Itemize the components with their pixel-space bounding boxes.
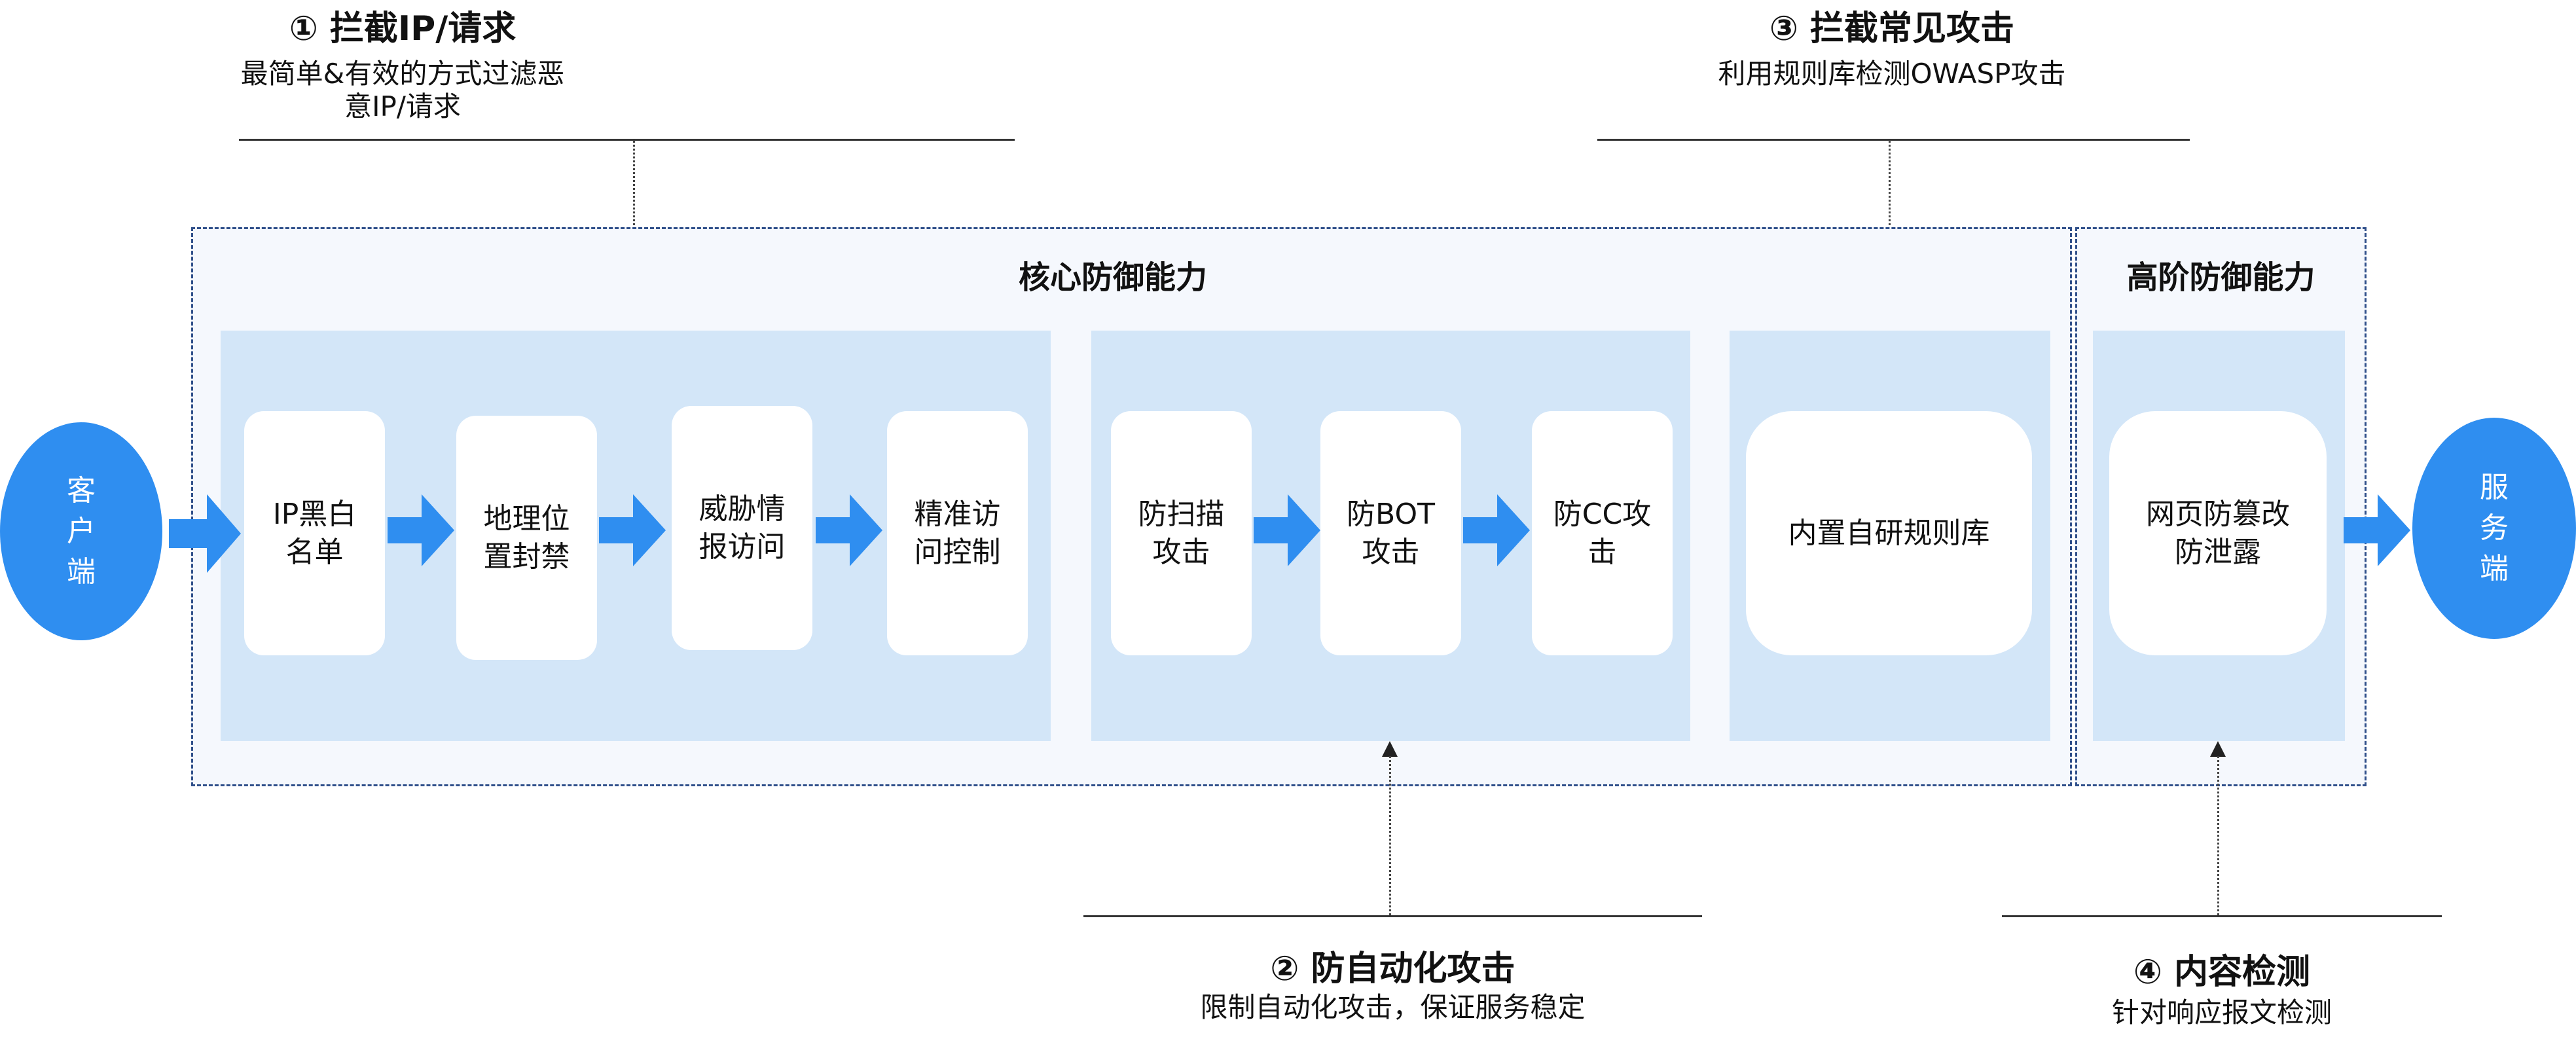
anti-bot-card: 防BOT 攻击: [1320, 411, 1461, 655]
annotation-2-connector: [1389, 756, 1391, 915]
annotation-2-title: ② 防自动化攻击: [1270, 949, 1515, 989]
client-node: 客 户 端: [0, 422, 162, 640]
flow-arrow-icon: [1254, 494, 1320, 566]
annotation-1-rule: [239, 139, 1015, 141]
annotation-2-rule: [1083, 915, 1702, 917]
flow-arrow-icon: [169, 494, 241, 573]
annotation-3-subtitle: 利用规则库检测OWASP攻击: [1718, 58, 2066, 90]
annotation-4-subtitle: 针对响应报文检测: [2111, 996, 2332, 1029]
annotation-4-rule: [2002, 915, 2442, 917]
builtin-rule-library-card: 内置自研规则库: [1746, 411, 2032, 655]
ip-blackwhite-list-card: IP黑白 名单: [244, 411, 385, 655]
threat-intel-card: 威胁情 报访问: [672, 406, 812, 650]
anti-scan-card: 防扫描 攻击: [1111, 411, 1252, 655]
flow-arrow-icon: [2344, 494, 2410, 566]
annotation-1-subtitle: 最简单&有效的方式过滤恶意IP/请求: [240, 58, 565, 122]
geo-block-card: 地理位 置封禁: [456, 416, 597, 660]
advanced-defense-title: 高阶防御能力: [2126, 259, 2315, 296]
annotation-4-title: ④ 内容检测: [2133, 953, 2311, 992]
annotation-2-arrow-icon: [1382, 741, 1398, 757]
annotation-3-title: ③ 拦截常见攻击: [1769, 9, 2015, 48]
annotation-4-connector: [2217, 756, 2219, 915]
annotation-3-rule: [1597, 139, 2190, 141]
flow-arrow-icon: [816, 494, 882, 566]
precise-access-card: 精准访 问控制: [887, 411, 1028, 655]
annotation-1-title: ① 拦截IP/请求: [289, 9, 517, 48]
anti-cc-card: 防CC攻 击: [1532, 411, 1673, 655]
anti-tamper-card: 网页防篡改 防泄露: [2109, 411, 2327, 655]
annotation-2-subtitle: 限制自动化攻击，保证服务稳定: [1200, 991, 1586, 1023]
flow-arrow-icon: [1463, 494, 1530, 566]
server-node: 服 务 端: [2412, 418, 2576, 639]
flow-arrow-icon: [388, 494, 454, 566]
annotation-4-arrow-icon: [2210, 741, 2226, 757]
flow-arrow-icon: [599, 494, 666, 566]
core-defense-title: 核心防御能力: [1018, 259, 1207, 296]
